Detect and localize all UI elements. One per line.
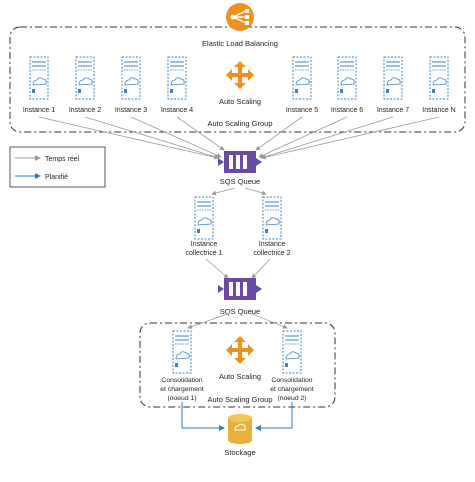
queue2-to-nodes-connectors (187, 312, 288, 329)
instance-1: Instance 1 (23, 56, 55, 114)
instance-7-label: Instance 7 (377, 107, 409, 114)
auto-scaling-group-label-top: Auto Scaling Group (207, 119, 272, 128)
sqs-queue-1-icon (218, 151, 262, 173)
collector-instance-1: Instance collectrice 1 (186, 196, 223, 257)
collector-1-line2: collectrice 1 (186, 250, 223, 257)
collector-2-line2: collectrice 2 (254, 250, 291, 257)
instance-to-queue-connectors (38, 116, 440, 160)
node-1-line3: (noeud 1) (167, 395, 196, 402)
instance-5: Instance 5 (286, 56, 318, 114)
node-1-line2: et chargement (160, 386, 204, 393)
node-2-line3: (noeud 2) (277, 395, 306, 402)
top-instances: Instance 1 Instance 2 Instance 3 Instanc… (23, 56, 456, 114)
legend-planned-label: Planifié (45, 174, 68, 181)
instance-6: Instance 6 (331, 56, 363, 114)
instance-7: Instance 7 (377, 56, 409, 114)
instance-2: Instance 2 (69, 56, 101, 114)
node-1-line1: Consolidation (161, 377, 202, 384)
collector-1-line1: Instance (191, 241, 218, 248)
instance-4: Instance 4 (161, 56, 193, 114)
auto-scaling-label-bottom: Auto Scaling (219, 372, 261, 381)
sqs-queue-2-icon (218, 278, 262, 300)
instance-5-label: Instance 5 (286, 107, 318, 114)
storage-icon (228, 414, 252, 444)
top-auto-scaling-group (9, 26, 466, 133)
legend-box (9, 146, 106, 188)
instance-n: Instance N (422, 56, 456, 114)
instance-n-label: Instance N (422, 107, 455, 114)
consolidation-node-1: Consolidation et chargement (noeud 1) (160, 330, 204, 402)
auto-scaling-label-top: Auto Scaling (219, 97, 261, 106)
queue1-to-collectors-connectors (211, 187, 267, 196)
elb-label: Elastic Load Balancing (202, 39, 278, 48)
collectors-to-queue2-connectors (205, 258, 271, 279)
auto-scaling-group-label-bottom: Auto Scaling Group (207, 395, 272, 404)
consolidation-node-2: Consolidation et chargement (noeud 2) (270, 330, 314, 402)
storage-label: Stockage (224, 448, 255, 457)
nodes-to-storage-connectors (181, 402, 293, 431)
legend-realtime-label: Temps réel (45, 156, 80, 163)
instance-3: Instance 3 (115, 56, 147, 114)
collector-instance-2: Instance collectrice 2 (254, 196, 291, 257)
auto-scaling-icon-bottom (226, 336, 254, 364)
sqs-queue-1-label: SQS Queue (220, 177, 260, 186)
instance-4-label: Instance 4 (161, 107, 193, 114)
legend: Temps réel Planifié (9, 146, 106, 188)
instance-3-label: Instance 3 (115, 107, 147, 114)
sqs-queue-2-label: SQS Queue (220, 307, 260, 316)
node-2-line1: Consolidation (271, 377, 312, 384)
collector-2-line1: Instance (259, 241, 286, 248)
node-2-line2: et chargement (270, 386, 314, 393)
elastic-load-balancing-icon (226, 3, 254, 31)
auto-scaling-icon-top (226, 61, 254, 89)
instance-6-label: Instance 6 (331, 107, 363, 114)
instance-2-label: Instance 2 (69, 107, 101, 114)
instance-1-label: Instance 1 (23, 107, 55, 114)
